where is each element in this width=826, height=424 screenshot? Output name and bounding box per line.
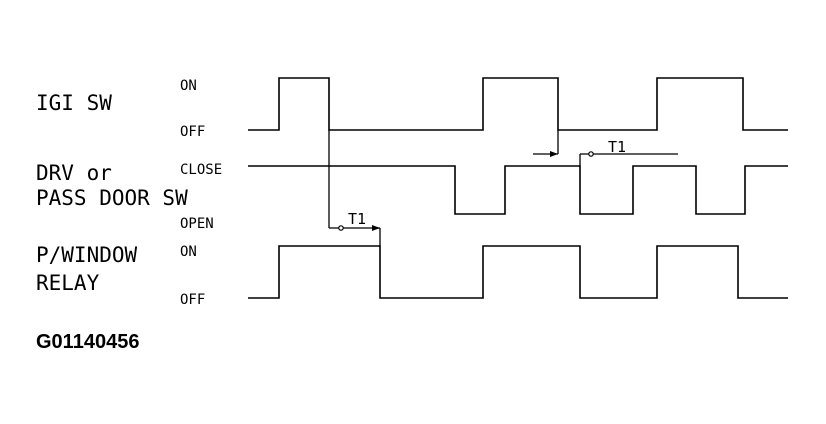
door-open-level-label: OPEN: [180, 216, 214, 232]
ign-on-level-label: ON: [180, 78, 197, 94]
t1-second-lead-arrowhead: [550, 151, 558, 157]
relay-waveform: [248, 245, 788, 299]
relay-off-level-label: OFF: [180, 292, 205, 308]
t1-first-label: T1: [348, 210, 366, 228]
door-signal-label-line2: PASS DOOR SW: [36, 186, 188, 210]
door-signal-label-line1: DRV or: [36, 161, 112, 185]
timer-t1-first: T1: [328, 130, 381, 246]
ign-signal-label: IGI SW: [36, 91, 112, 115]
relay-signal-label-line2: RELAY: [36, 271, 100, 295]
relay-signal-label-line1: P/WINDOW: [36, 243, 138, 267]
t1-second-label: T1: [608, 138, 626, 156]
door-waveform: [248, 165, 788, 215]
t1-first-start-dot: [338, 225, 344, 231]
relay-on-level-label: ON: [180, 244, 197, 260]
door-close-level-label: CLOSE: [180, 162, 222, 178]
t1-second-start-dot: [588, 151, 594, 157]
figure-code: G01140456: [36, 331, 139, 353]
ign-off-level-label: OFF: [180, 124, 205, 140]
t1-first-arrowhead: [372, 225, 380, 231]
timer-t1-second: T1: [533, 130, 678, 166]
ign-waveform: [248, 77, 788, 131]
